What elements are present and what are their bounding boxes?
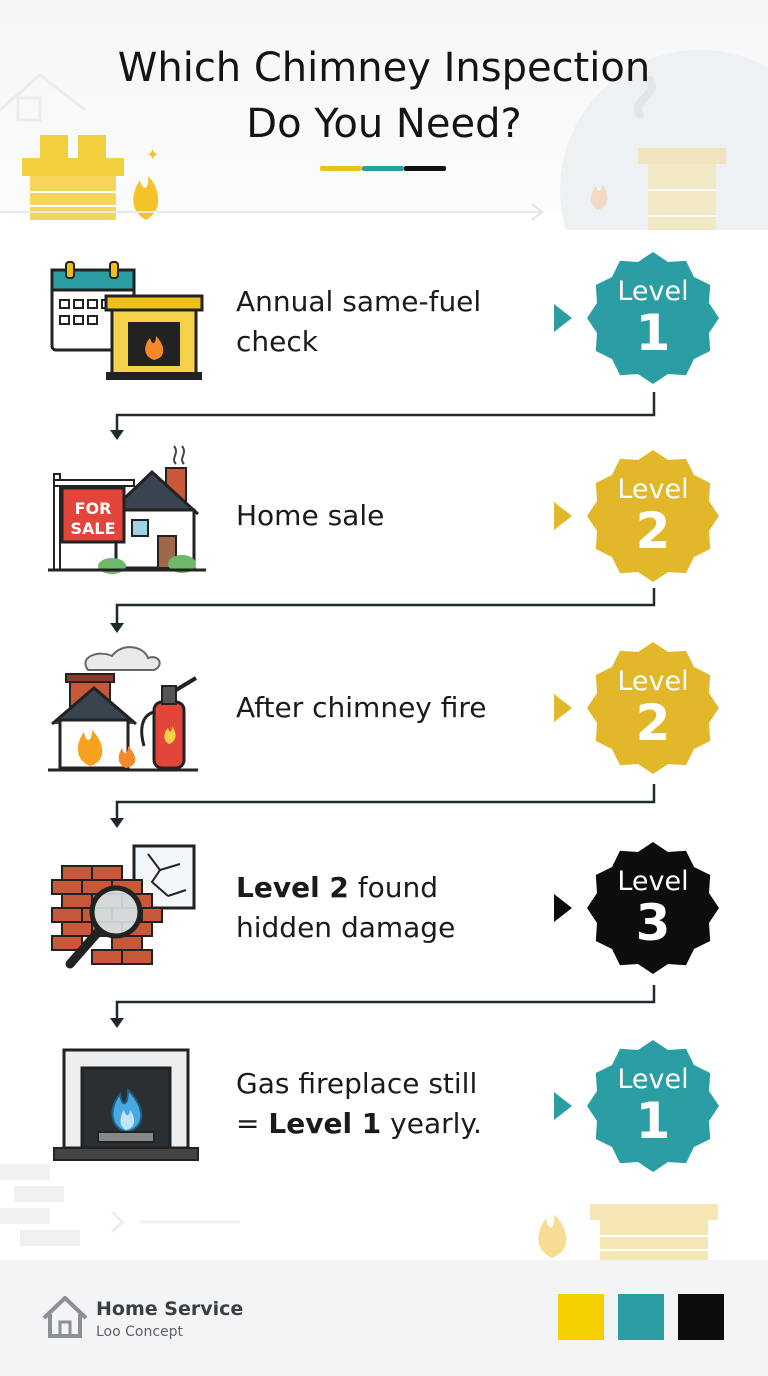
brick-wall-icon [0, 1164, 80, 1246]
arrow-icon [554, 694, 572, 722]
sign-text-for: FOR [75, 499, 112, 518]
house-logo-icon [42, 1296, 88, 1338]
flame-icon [591, 184, 608, 210]
level-badge-4: Level 3 [585, 840, 721, 976]
header-decorations: ✦ [0, 50, 768, 230]
brand-name: Home Service [96, 1298, 244, 1320]
row-2-label: Home sale [236, 499, 385, 532]
row-4-label: Level 2 found hidden damage [236, 868, 455, 948]
flame-icon [133, 176, 159, 220]
brick-magnifier-icon [51, 844, 196, 969]
inspection-row-2: FOR SALE Home sale Level 2 [0, 432, 768, 622]
brand-subtitle: Loo Concept [96, 1324, 184, 1340]
row-4-label-rest: found [348, 871, 439, 904]
house-fire-extinguisher-icon [48, 646, 198, 772]
calendar-fireplace-icon [50, 261, 204, 380]
row-5-label-prefix: = [236, 1107, 269, 1140]
row-5-label-rest: yearly. [381, 1107, 482, 1140]
brand: Home Service Loo Concept [96, 1298, 243, 1340]
arrow-icon [554, 502, 572, 530]
color-swatch-teal [618, 1294, 664, 1340]
page-title-line-1: Which Chimney Inspection [117, 45, 651, 91]
page-title-line-2: Do You Need? [246, 101, 522, 147]
inspection-row-4: Level 2 found hidden damage Level 3 [0, 828, 768, 1018]
level-badge-1: Level 1 [585, 250, 721, 386]
row-4-label-bold: Level 2 [236, 871, 349, 904]
row-5-label-bold: Level 1 [268, 1107, 382, 1140]
arrow-icon [554, 894, 572, 922]
arrow-icon [554, 1092, 572, 1120]
arrow-icon [554, 304, 572, 332]
color-swatch-yellow [558, 1294, 604, 1340]
row-3-label: After chimney fire [236, 691, 487, 724]
page-title: Which Chimney Inspection Do You Need? [0, 40, 768, 152]
svg-text:✦: ✦ [146, 145, 159, 164]
level-badge-3: Level 2 [585, 640, 721, 776]
gas-fireplace-icon [53, 1048, 199, 1161]
flame-icon [538, 1214, 567, 1258]
chimney-icon [638, 148, 726, 230]
color-swatch-black [678, 1294, 724, 1340]
inspection-row-5: Gas fireplace still = Level 1 yearly. Le… [0, 1030, 768, 1220]
inspection-row-1: Annual same-fuel check Level 1 [0, 238, 768, 428]
row-5-label: Gas fireplace still = Level 1 yearly. [236, 1064, 482, 1144]
row-5-label-line-1: Gas fireplace still [236, 1067, 478, 1100]
for-sale-house-icon: FOR SALE [48, 445, 206, 574]
bottom-decorations [0, 1164, 718, 1262]
level-badge-2: Level 2 [585, 448, 721, 584]
row-1-label: Annual same-fuel check [236, 285, 482, 358]
level-badge-5: Level 1 [585, 1038, 721, 1174]
row-4-label-line-2: hidden damage [236, 911, 456, 944]
house-outline-icon [0, 73, 86, 112]
inspection-row-3: After chimney fire Level 2 [0, 628, 768, 818]
chimney-icon [590, 1204, 718, 1262]
sign-text-sale: SALE [70, 519, 115, 538]
